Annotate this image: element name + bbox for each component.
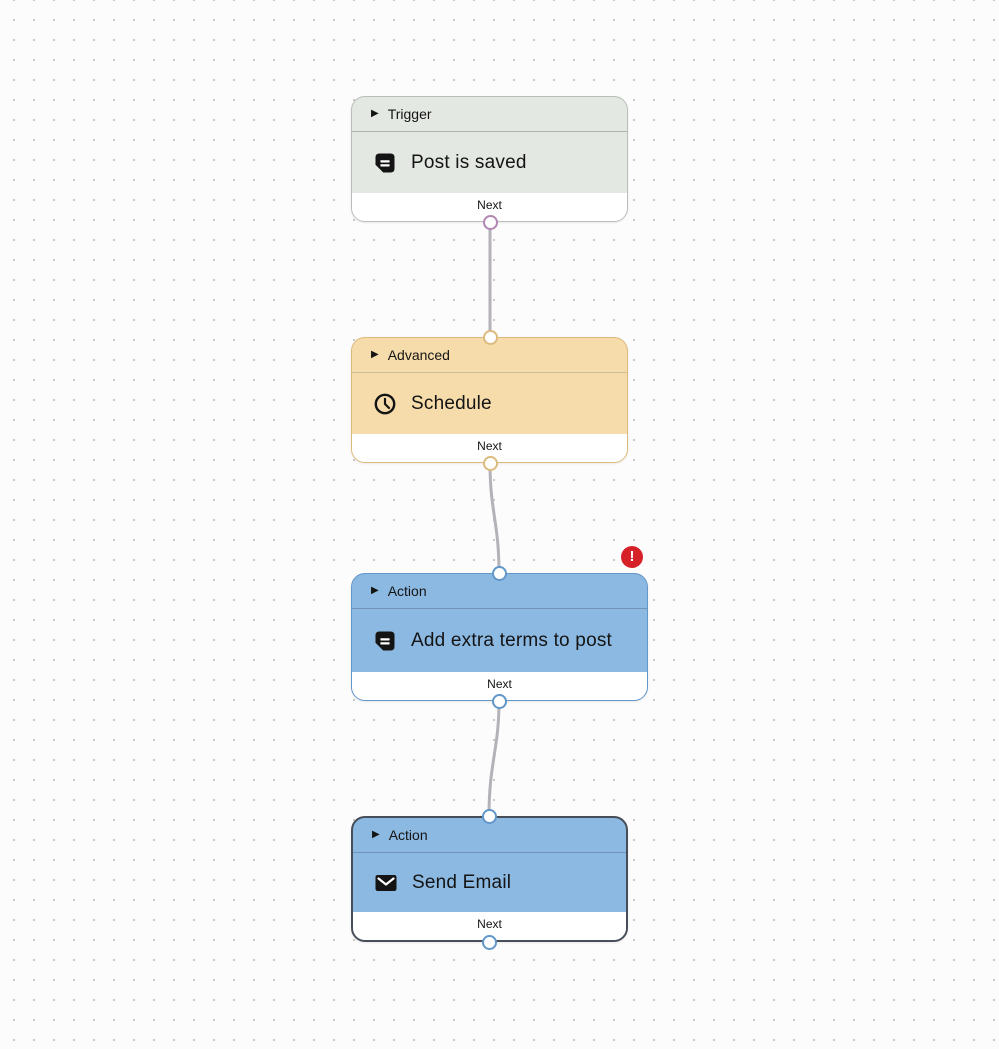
next-label: Next [477, 439, 502, 453]
node-header[interactable]: ▶ Trigger [352, 97, 627, 132]
next-label: Next [487, 677, 512, 691]
node-header[interactable]: ▶ Action [353, 818, 626, 853]
document-icon [373, 151, 397, 175]
port-output-advanced[interactable] [482, 455, 498, 471]
node-category-label: Action [387, 583, 427, 599]
collapse-arrow-icon[interactable]: ▶ [371, 108, 379, 119]
error-badge[interactable]: ! [621, 546, 643, 568]
collapse-arrow-icon[interactable]: ▶ [371, 585, 379, 596]
port-output-action-send-email[interactable] [481, 934, 497, 950]
next-label: Next [477, 917, 502, 931]
collapse-arrow-icon[interactable]: ▶ [371, 349, 379, 360]
next-label: Next [477, 198, 502, 212]
node-body[interactable]: Send Email [353, 853, 626, 912]
node-header[interactable]: ▶ Advanced [352, 338, 627, 373]
node-body[interactable]: Schedule [352, 373, 627, 434]
node-title: Add extra terms to post [411, 629, 613, 651]
port-input-action-add-extra-terms[interactable] [491, 565, 507, 581]
error-badge-symbol: ! [629, 548, 635, 565]
node-title: Post is saved [411, 151, 527, 173]
port-input-advanced[interactable] [482, 329, 498, 345]
node-title: Send Email [412, 871, 512, 893]
edge-action1-to-action2 [487, 700, 501, 817]
node-header[interactable]: ▶ Action [352, 574, 647, 609]
node-action-send-email[interactable]: ▶ Action Send Email Next [351, 816, 628, 942]
collapse-arrow-icon[interactable]: ▶ [372, 829, 380, 840]
node-category-label: Trigger [387, 106, 432, 122]
node-advanced[interactable]: ▶ Advanced Schedule Next [351, 337, 628, 463]
clock-icon [373, 392, 397, 416]
port-input-action-send-email[interactable] [481, 808, 497, 824]
node-body[interactable]: Post is saved [352, 132, 627, 193]
port-output-trigger[interactable] [482, 214, 498, 230]
mail-icon [374, 871, 398, 895]
node-action-add-extra-terms[interactable]: ▶ Action Add extra terms to post Next [351, 573, 648, 701]
document-icon [373, 629, 397, 653]
node-category-label: Advanced [387, 347, 450, 363]
edge-advanced-to-action1 [488, 462, 501, 574]
node-body[interactable]: Add extra terms to post [352, 609, 647, 672]
node-title: Schedule [411, 392, 492, 414]
node-category-label: Action [388, 827, 428, 843]
node-trigger[interactable]: ▶ Trigger Post is saved Next [351, 96, 628, 222]
port-output-action-add-extra-terms[interactable] [491, 693, 507, 709]
